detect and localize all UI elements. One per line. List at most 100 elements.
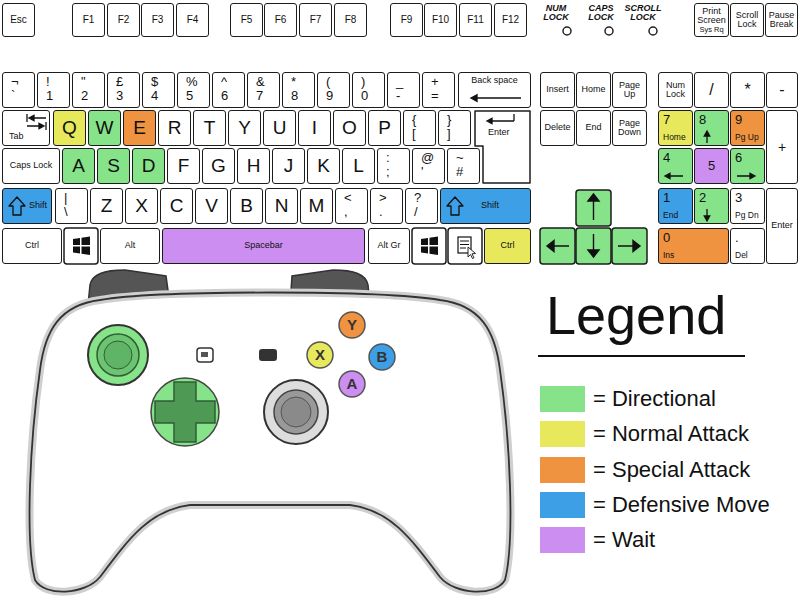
- key-label: X: [135, 196, 148, 216]
- shift-icon: [9, 197, 25, 215]
- key-label: +: [431, 75, 439, 89]
- key-label: ^: [221, 75, 227, 89]
- key-icon: [704, 131, 710, 143]
- keyboard-key: F8: [334, 3, 367, 37]
- key-label: 5: [708, 159, 715, 173]
- key-label: ?: [414, 191, 421, 205]
- key-label: 1: [663, 191, 670, 205]
- key-label: L: [353, 156, 364, 176]
- keyboard-key: X: [125, 188, 158, 224]
- key-label: 8: [291, 89, 298, 103]
- key-label: 6: [735, 151, 742, 165]
- key-label: N: [275, 196, 289, 216]
- keyboard-key: F7: [299, 3, 332, 37]
- arrow-key: [612, 228, 647, 264]
- keyboard-key: F6: [264, 3, 297, 37]
- keyboard-key: )0: [352, 72, 385, 108]
- keyboard-key: R: [158, 110, 191, 146]
- legend-swatch: [540, 527, 585, 553]
- key-label: 0: [361, 89, 368, 103]
- key-label: 1: [46, 89, 53, 103]
- legend-underline: [538, 355, 745, 357]
- legend-text: = Special Attack: [593, 458, 750, 482]
- key-label: J: [284, 156, 294, 176]
- legend-item: = Wait: [540, 527, 655, 553]
- key-cap: [448, 228, 482, 264]
- keyboard-key: 6: [730, 148, 765, 184]
- keyboard-key: ^6: [212, 72, 245, 108]
- keyboard-key: F4: [176, 3, 209, 37]
- key-label: &: [256, 75, 265, 89]
- button-shape: [369, 344, 395, 370]
- keyboard-key: Back space: [458, 72, 531, 108]
- key-label: >: [379, 191, 387, 205]
- keyboard-key: Enter: [474, 110, 531, 184]
- keyboard-key: 4: [658, 148, 693, 184]
- keyboard-key: Home: [576, 72, 611, 108]
- legend-item: = Defensive Move: [540, 492, 770, 518]
- key-label: -: [779, 82, 784, 99]
- key-label: Scroll Lock: [733, 11, 761, 30]
- windows-key: [412, 228, 446, 264]
- shift-icon: [447, 197, 463, 215]
- key-label: Back space: [471, 76, 518, 85]
- keyboard-key: Insert: [540, 72, 575, 108]
- keyboard-key: F: [167, 148, 200, 184]
- view-button: [197, 348, 213, 362]
- left-stick: [88, 325, 148, 385]
- key-label: F11: [467, 15, 484, 26]
- key-label: 4: [151, 89, 158, 103]
- key-label: 3: [116, 89, 123, 103]
- key-label: F10: [432, 15, 449, 26]
- arrow-symbol: [588, 234, 599, 257]
- key-label: 6: [221, 89, 228, 103]
- key-label: |: [64, 191, 67, 205]
- key-label: 5: [186, 89, 193, 103]
- key-label: ': [421, 165, 423, 179]
- indicator-label: CAPS LOCK: [581, 4, 621, 22]
- key-label: ;: [386, 165, 390, 179]
- keyboard-key: Scroll Lock: [730, 3, 764, 37]
- key-label: D: [142, 156, 156, 176]
- keyboard-key: >.: [370, 188, 403, 224]
- keyboard-key: Z: [90, 188, 123, 224]
- key-label: C: [170, 196, 184, 216]
- keyboard-key: H: [237, 148, 270, 184]
- keyboard-key: Tab: [2, 110, 50, 146]
- keyboard-key: Shift: [440, 188, 531, 224]
- keyboard-key: F5: [230, 3, 263, 37]
- key-label: O: [342, 118, 357, 138]
- indicator-label: SCROLL LOCK: [620, 4, 666, 22]
- keyboard-key: @': [412, 148, 445, 184]
- key-label: Pg Dn: [735, 211, 759, 220]
- keyboard-key: T: [193, 110, 226, 146]
- key-label: Tab: [9, 132, 24, 141]
- controller-illustration: [30, 270, 511, 592]
- keyboard-key: ~#: [447, 148, 480, 184]
- key-label: H: [247, 156, 261, 176]
- key-label: S: [107, 156, 120, 176]
- keyboard-key: End: [576, 110, 611, 146]
- keyboard-key: Enter: [766, 188, 798, 264]
- key-label: Home: [581, 85, 605, 94]
- controller-button: A: [338, 370, 366, 398]
- enter-key-shape: [475, 111, 530, 183]
- keyboard-key: F10: [424, 3, 457, 37]
- key-label: R: [168, 118, 182, 138]
- indicator-light: [605, 27, 613, 35]
- keyboard-key: +: [766, 110, 798, 184]
- keyboard-key: Print ScreenSys Rq: [694, 3, 729, 37]
- right-stick: [274, 390, 318, 434]
- keyboard-key: /: [694, 72, 729, 108]
- legend-swatch: [540, 492, 585, 518]
- key-label: Page Down: [615, 119, 644, 138]
- key-label: Del: [735, 251, 748, 260]
- arrow-symbol: [588, 194, 599, 220]
- key-label: }: [447, 113, 451, 127]
- key-cap: [412, 228, 446, 264]
- keyboard-key: 2: [694, 188, 729, 224]
- legend-text: = Wait: [593, 528, 655, 552]
- key-icon: [487, 114, 514, 124]
- right-stick: [281, 397, 311, 427]
- key-label: -: [396, 89, 400, 103]
